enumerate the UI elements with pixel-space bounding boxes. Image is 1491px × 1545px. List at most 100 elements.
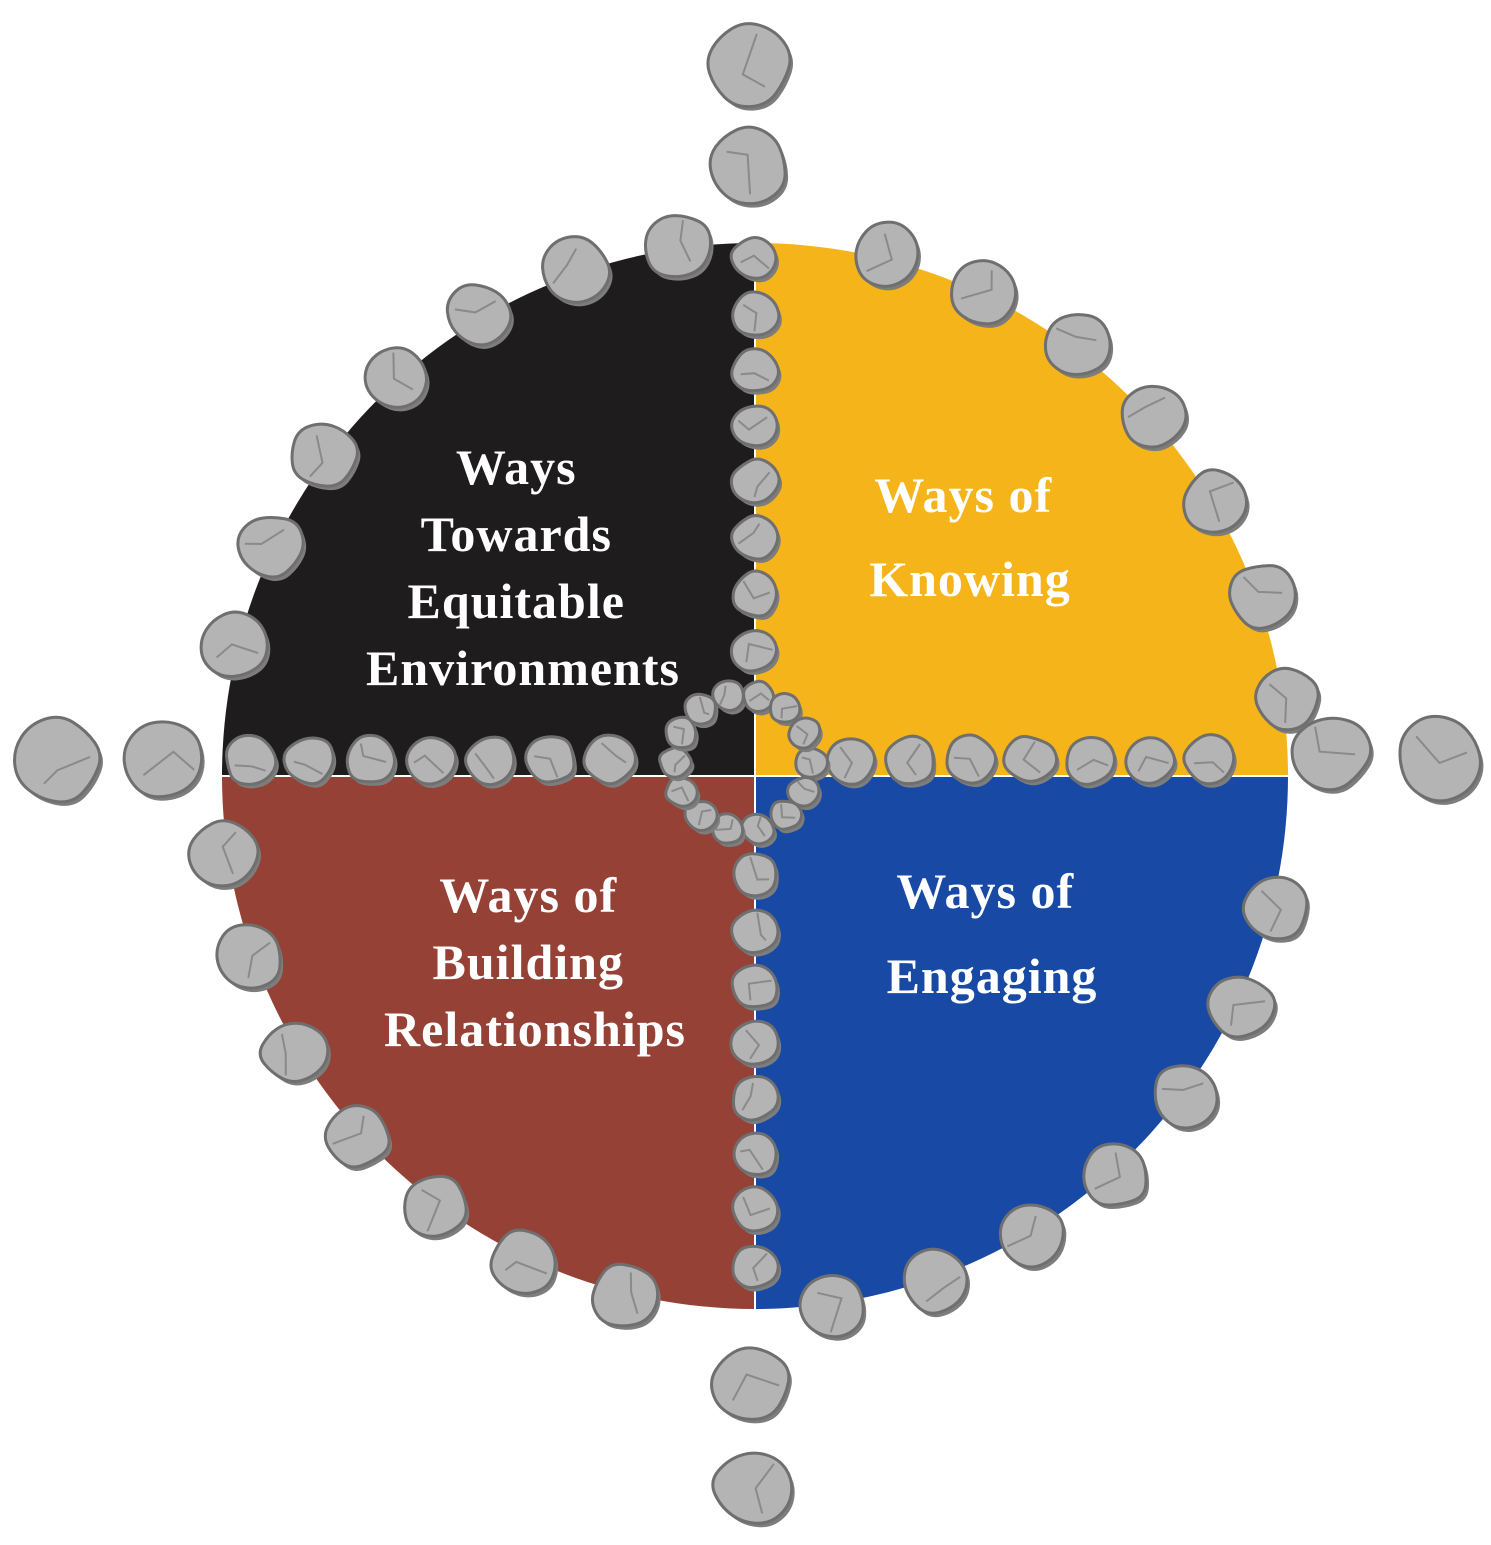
river-stone-icon (541, 235, 613, 307)
river-stone-icon (1153, 1064, 1221, 1132)
river-stone-icon (363, 346, 430, 412)
river-stone-icon (258, 1021, 331, 1086)
river-stone-icon (658, 745, 695, 782)
river-stone-icon (731, 1244, 782, 1292)
river-stone-icon (236, 516, 307, 582)
label-top-left-line-2: Towards (421, 506, 612, 562)
river-stone-icon (1082, 1142, 1150, 1210)
river-stone-icon (729, 629, 780, 675)
river-stone-icon (729, 235, 779, 283)
river-stone-icon (1182, 733, 1237, 788)
river-stone-icon (445, 283, 514, 349)
river-stone-icon (1290, 716, 1374, 794)
river-stone-icon (710, 1346, 792, 1424)
river-stone-icon (730, 404, 781, 450)
river-stone-icon (215, 923, 284, 993)
river-stone-icon (730, 514, 781, 563)
label-top-right-line-1: Ways of (874, 467, 1052, 523)
river-stone-icon (290, 422, 361, 491)
label-top-right: Ways of Knowing (869, 467, 1071, 607)
river-stone-icon (524, 735, 577, 787)
label-bottom-right-line-2: Engaging (887, 948, 1098, 1004)
quadrant-bottom-right (755, 776, 1288, 1309)
river-stone-icon (786, 775, 822, 811)
river-stone-icon (643, 214, 714, 281)
river-stone-icon (825, 737, 878, 789)
river-stone-icon (1398, 714, 1484, 805)
river-stone-icon (1120, 384, 1190, 452)
label-bottom-left-line-3: Relationships (384, 1001, 686, 1057)
river-stone-icon (1065, 736, 1118, 789)
river-stone-icon (711, 1451, 795, 1528)
river-stone-icon (729, 1019, 782, 1069)
label-top-left-line-1: Ways (456, 439, 577, 495)
river-stone-icon (769, 799, 805, 834)
river-stone-icon (708, 125, 789, 208)
river-stone-icon (224, 733, 279, 789)
river-stone-icon (732, 1131, 780, 1179)
river-stone-icon (731, 1074, 782, 1125)
river-stone-icon (1228, 564, 1299, 633)
label-bottom-left-line-2: Building (433, 934, 624, 990)
quadrant-top-left (222, 243, 755, 776)
river-stone-icon (731, 1185, 781, 1236)
river-stone-icon (1206, 975, 1278, 1041)
river-stone-icon (742, 679, 777, 716)
river-stone-icon (582, 733, 639, 788)
river-stone-icon (664, 715, 699, 752)
quadrants (222, 243, 1288, 1309)
river-stone-icon (731, 569, 780, 620)
label-bottom-left: Ways of Building Relationships (384, 867, 686, 1057)
river-stone-icon (683, 692, 719, 729)
river-stone-icon (794, 746, 831, 782)
river-stone-icon (739, 812, 777, 848)
river-stone-icon (768, 692, 803, 727)
label-top-left: Ways Towards Equitable Environments (366, 439, 680, 696)
label-top-right-line-2: Knowing (869, 551, 1071, 607)
river-stone-icon (403, 1174, 470, 1241)
river-stone-icon (798, 1273, 867, 1341)
river-stone-icon (884, 734, 937, 788)
river-stone-icon (730, 347, 782, 395)
label-bottom-right: Ways of Engaging (887, 863, 1098, 1004)
river-stone-icon (405, 736, 459, 789)
quadrant-labels: Ways Towards Equitable Environments Ways… (366, 439, 1098, 1057)
river-stone-icon (902, 1247, 971, 1318)
river-stone-icon (683, 800, 721, 835)
label-bottom-left-line-1: Ways of (439, 867, 617, 923)
river-stone-icon (323, 1104, 393, 1171)
river-stone-icon (787, 716, 823, 753)
river-stone-icon (730, 963, 780, 1011)
river-stone-icon (199, 610, 271, 681)
river-stone-icon (854, 220, 921, 291)
river-stone-icon (282, 736, 337, 788)
river-stone-icon (998, 1203, 1067, 1272)
river-stone-icon (489, 1228, 559, 1298)
quadrant-bottom-left (222, 776, 755, 1309)
quadrant-top-right (755, 243, 1288, 776)
river-stone-icon (1241, 875, 1310, 943)
river-stone-icon (590, 1262, 661, 1330)
river-stone-icon (1124, 736, 1178, 788)
river-stone-icon (730, 908, 781, 957)
river-stone-icon (1002, 734, 1060, 786)
river-stone-icon (1182, 468, 1250, 537)
river-stone-icon (731, 290, 782, 340)
river-stone-icon (122, 720, 205, 801)
river-stone-icon (711, 812, 746, 848)
river-stone-icon (732, 852, 779, 900)
river-stone-icon (13, 715, 103, 806)
label-top-left-line-4: Environments (366, 640, 680, 696)
river-stone-icon (464, 735, 517, 789)
river-stone-icon (345, 733, 398, 786)
river-stone-icon (706, 22, 794, 111)
river-stone-icon (711, 679, 747, 715)
river-stone-icon (950, 259, 1019, 328)
label-bottom-right-line-1: Ways of (896, 863, 1074, 919)
river-stone-icon (1254, 666, 1322, 734)
river-stone-icon (945, 733, 999, 788)
stones (13, 22, 1484, 1528)
river-stone-icon (187, 819, 262, 890)
label-top-left-line-3: Equitable (408, 573, 625, 629)
